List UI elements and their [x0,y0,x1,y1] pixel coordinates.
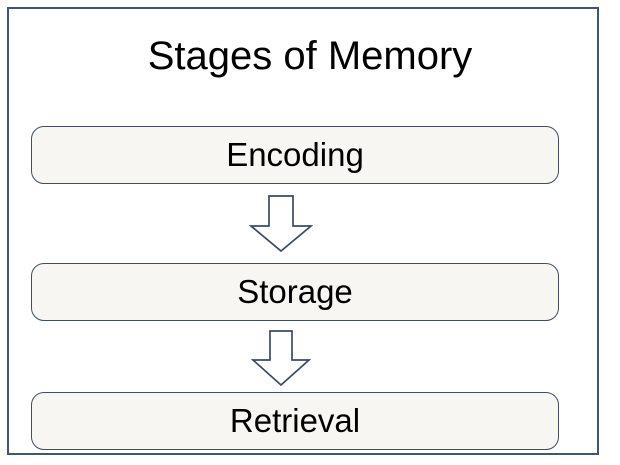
stage-label-storage: Storage [237,273,353,310]
down-arrow-icon-2 [251,330,311,387]
stage-box-retrieval[interactable]: Retrieval [31,392,559,450]
stage-box-encoding[interactable]: Encoding [31,126,559,184]
stage-box-storage[interactable]: Storage [31,263,559,321]
down-arrow-icon-1 [249,195,313,253]
stage-label-retrieval: Retrieval [229,402,361,439]
page-title: Stages of Memory [147,34,473,78]
stage-label-encoding: Encoding [226,136,364,173]
